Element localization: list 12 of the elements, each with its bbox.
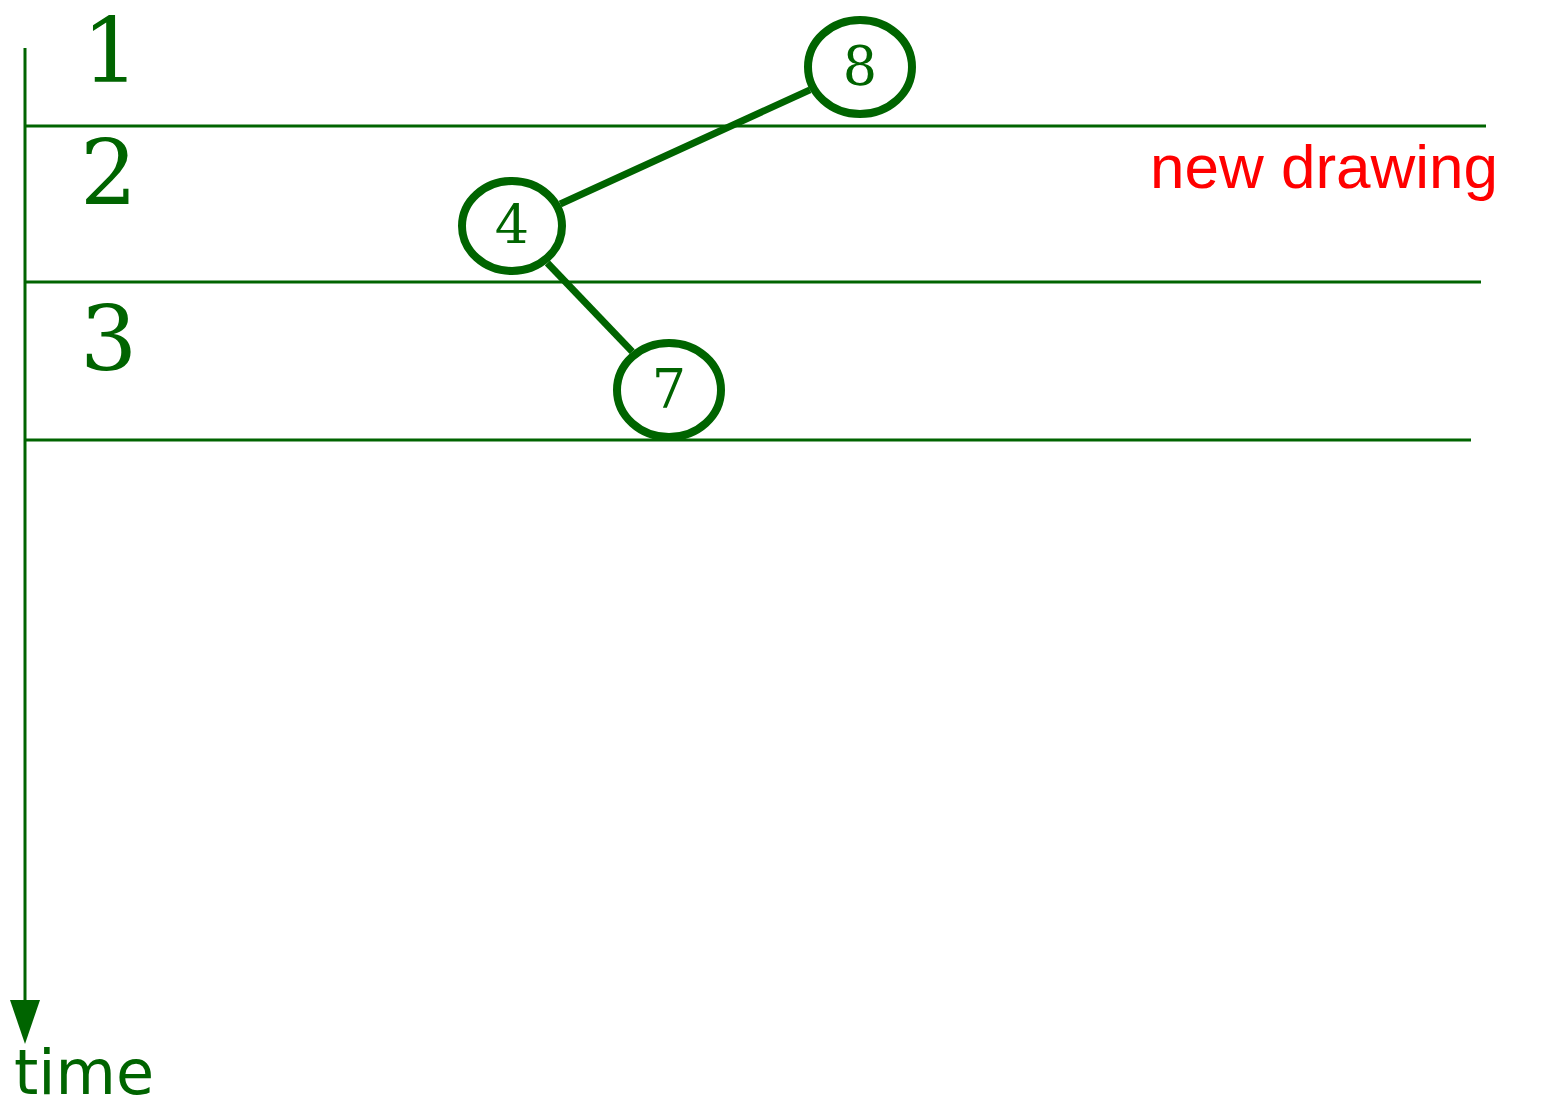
row-number: 3 — [80, 294, 138, 384]
node-number: 8 — [842, 40, 878, 94]
row-number: 2 — [80, 128, 138, 218]
circle-node — [458, 177, 566, 275]
node-number: 4 — [494, 199, 530, 253]
row-number: 1 — [82, 6, 140, 96]
circle-node — [613, 339, 725, 441]
tree-edge — [558, 86, 812, 208]
node-number: 7 — [651, 363, 687, 417]
axis-label: time — [14, 1042, 155, 1104]
tree-edge — [544, 260, 635, 354]
circle-node — [804, 16, 916, 118]
